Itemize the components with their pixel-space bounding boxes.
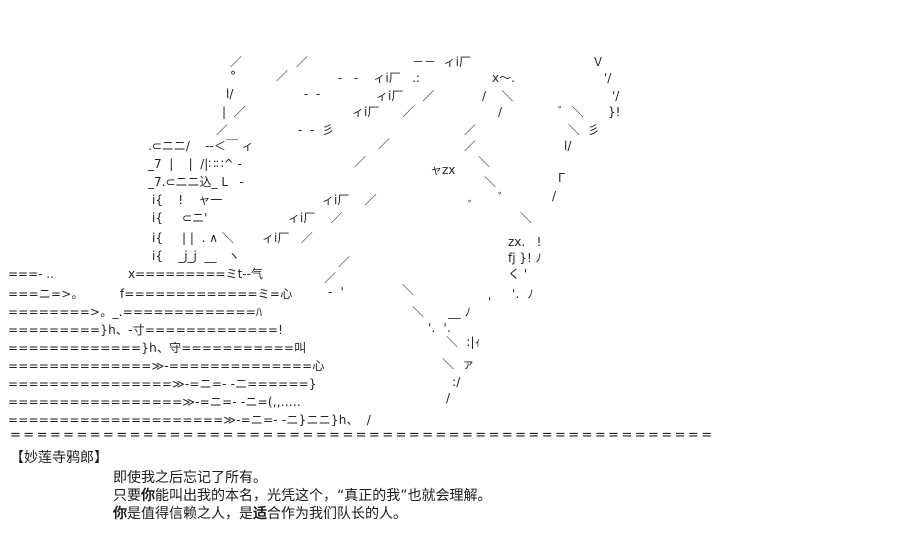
upper-line: / ＼ (482, 89, 514, 103)
bars-line: ' (488, 295, 492, 309)
upper-line: }! (608, 105, 621, 119)
upper-line: ＼ (478, 155, 491, 169)
bars-line: ===ニ=>。 (8, 287, 84, 301)
upper-line: ィi厂 ／ (322, 193, 377, 207)
upper-line: ／ (464, 139, 477, 153)
upper-line: ィi厂 ／ (262, 231, 313, 245)
bars-line: - ' (328, 285, 345, 299)
upper-line: .⊂ニニ/ --＜￣ ィ (148, 139, 254, 153)
bars-line: ==============≫-==============心 (8, 359, 325, 373)
bars-line: '. ﾉ (512, 287, 534, 301)
upper-line: ===- .. (8, 267, 54, 281)
upper-line: ／ (378, 137, 391, 151)
dialogue-emphasis: 你 (113, 506, 127, 522)
bars-line: =====================≫-=ニ=- -ニ}ニニ}h、 / (8, 413, 371, 427)
speaker-name: 【妙莲寺鸦郎】 (10, 450, 108, 466)
upper-line: x～. (492, 71, 515, 85)
upper-line: ／ (230, 55, 243, 69)
bars-line: ＼ :|ｨ (446, 335, 481, 349)
upper-line: zx. ! (508, 235, 542, 249)
upper-line: ャzx (430, 163, 456, 177)
bars-line: '. '. (428, 321, 452, 335)
upper-line: _7.⊂ニニ込_ L - (148, 175, 244, 189)
upper-line: i{ _j_j __ ヽ (152, 249, 240, 263)
upper-line: ／ (216, 123, 229, 137)
upper-line: ＼ 彡 (568, 123, 600, 137)
upper-line: l/ (226, 87, 234, 101)
bars-line: =============}h、守===========叫 (8, 341, 307, 355)
upper-line: ＼ (484, 175, 497, 189)
dialogue-line: 即使我之后忘记了所有。 (113, 469, 267, 487)
dialogue-line: 你是值得信赖之人，是适合作为我们队长的人。 (113, 505, 407, 523)
upper-line: ／ (354, 155, 367, 169)
upper-line: / (552, 189, 557, 203)
upper-line: ﾞ (498, 191, 505, 205)
bars-line: :/ (452, 375, 461, 389)
dialogue-line: 只要你能叫出我的本名，光凭这个，“真正的我”也就会理解。 (113, 487, 492, 505)
upper-line: ＼ (520, 211, 533, 225)
bars-line: ＼ ァ (442, 357, 475, 371)
upper-line: ィi厂 ／ (376, 89, 435, 103)
divider-line: ========================================… (10, 429, 715, 443)
upper-line: ／ (324, 271, 337, 285)
upper-line: ／ (276, 69, 289, 83)
upper-line: '/ (604, 71, 612, 85)
upper-line: ィi厂 ／ (352, 105, 415, 119)
dialogue-text: 合作为我们队长的人。 (267, 506, 407, 522)
dialogue-text: 能叫出我的本名，光凭这个，“真正的我”也就会理解。 (155, 488, 492, 504)
bars-line: / (446, 391, 451, 405)
upper-line: ° (230, 69, 236, 83)
upper-line: - - 彡 (298, 123, 334, 137)
upper-line: x=========ミt--气 (128, 267, 263, 281)
upper-line: く ' (508, 267, 528, 281)
upper-line: - - ィi厂 .: (338, 71, 420, 85)
upper-line: / (498, 105, 503, 119)
bars-line: =========}h、-寸=============! (8, 323, 284, 337)
bars-line: ＼ (402, 283, 415, 297)
upper-line: －－ ィi厂 (412, 55, 471, 69)
upper-line: ／ (296, 55, 309, 69)
upper-line: i{ | | . ∧ ＼ (152, 231, 234, 245)
dialogue-text: 即使我之后忘记了所有。 (113, 470, 267, 486)
bars-line: ========>。_.=============ﾊ (8, 305, 263, 319)
upper-line: fj }! ﾉ (508, 251, 542, 265)
upper-line: l/ (564, 139, 572, 153)
upper-line: | ／ (222, 105, 246, 119)
upper-line: ／ (464, 123, 477, 137)
upper-line: ／ (338, 255, 351, 269)
bars-line: f=============ミ=心 (120, 287, 293, 301)
bars-line: ================≫-=ニ=- -ニ======} (8, 377, 317, 391)
dialogue-emphasis: 你 (141, 488, 155, 504)
upper-line: - - (304, 87, 321, 101)
upper-line: Γ (558, 171, 565, 185)
upper-line: Ｖ (592, 55, 605, 69)
bars-line: =================≫-=ニ=- -ニ=(,,..... (8, 395, 301, 409)
upper-line: _7 | | /|∷∷^ ‐ (148, 157, 242, 171)
upper-line: ィi厂 ／ (288, 211, 343, 225)
upper-line: i{ ⊂ニ' (152, 211, 208, 225)
upper-line: ﾞ (468, 199, 475, 213)
dialogue-emphasis: 适 (253, 506, 267, 522)
upper-line: ﾞ ＼ (558, 105, 584, 119)
upper-line: '/ (612, 89, 620, 103)
bars-line: ＼ __ ﾉ (412, 305, 471, 319)
upper-line: i{ ! ャ一 (152, 193, 223, 207)
dialogue-text: 只要 (113, 488, 141, 504)
dialogue-text: 是值得信赖之人，是 (127, 506, 253, 522)
